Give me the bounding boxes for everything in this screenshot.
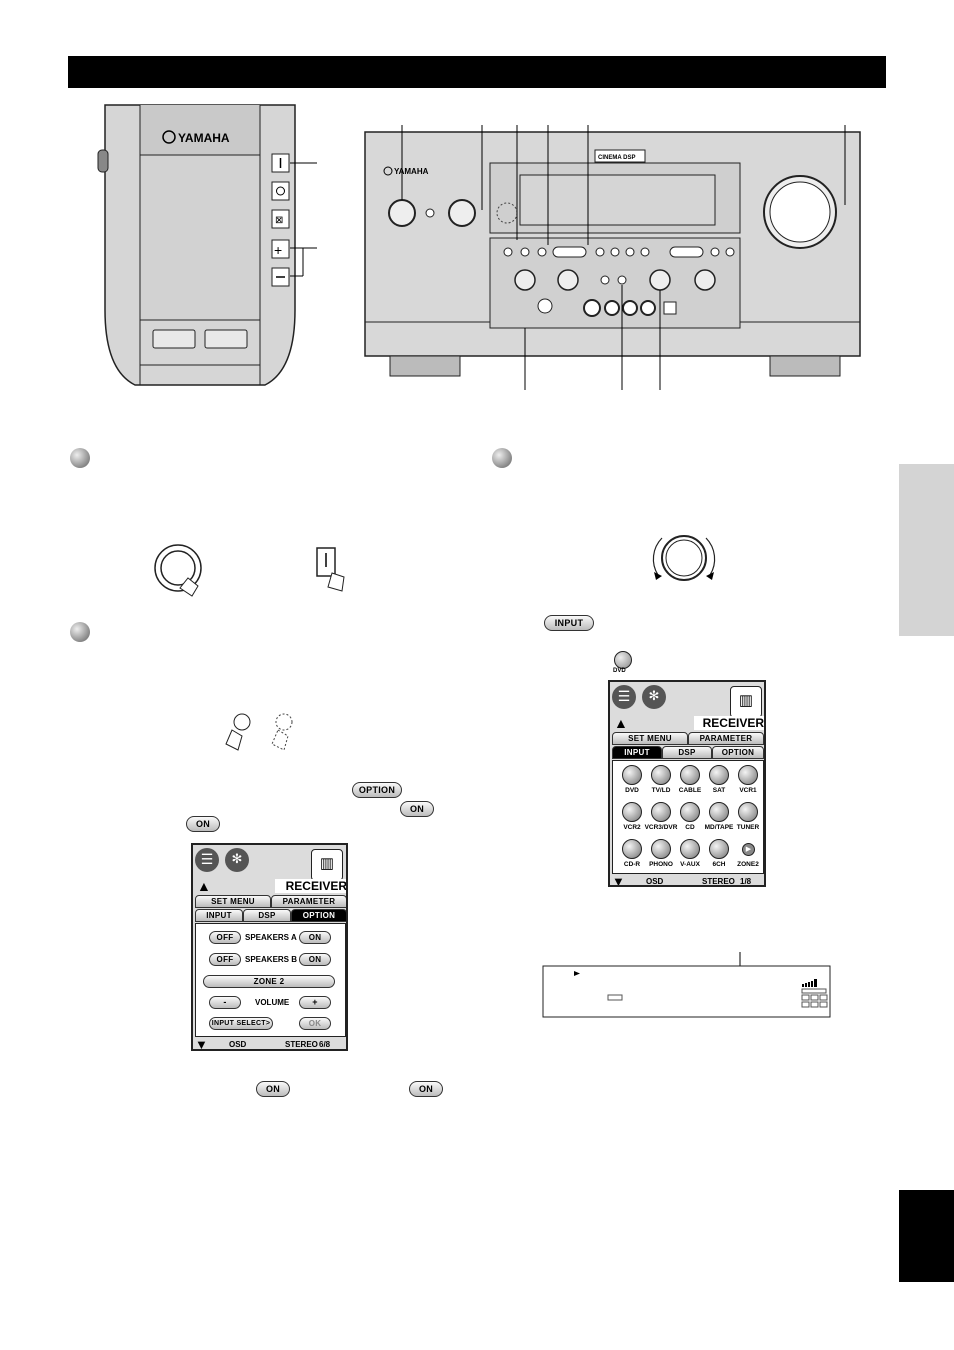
yamaha-logo-icon[interactable]: ✻ (225, 848, 249, 872)
speakers-a-off-button[interactable]: OFF (209, 931, 241, 944)
remote-brand: YAMAHA (178, 131, 230, 145)
source-label: SAT (712, 787, 726, 794)
menu-icon[interactable]: ☰ (612, 685, 636, 709)
header-bar (68, 56, 886, 88)
source-button[interactable] (680, 839, 700, 859)
footer-mode: STEREO (285, 1040, 318, 1049)
input-select-button[interactable]: INPUT SELECT> (209, 1017, 273, 1030)
source-button[interactable] (651, 765, 671, 785)
speakers-b-on-button[interactable]: ON (299, 953, 331, 966)
source-button[interactable] (738, 802, 758, 822)
yamaha-logo-icon[interactable]: ✻ (642, 685, 666, 709)
zone-2-button[interactable]: ZONE 2 (203, 975, 335, 988)
source-label: ZONE2 (737, 861, 759, 868)
on-button-icon: ON (186, 816, 220, 832)
speakers-b-off-button[interactable]: OFF (209, 953, 241, 966)
language-side-tab (899, 464, 954, 636)
screen-title: RECEIVER (275, 879, 346, 893)
footer-page: 6/8 (319, 1040, 331, 1049)
dvd-source-label: DVD (613, 668, 626, 674)
source-button[interactable] (738, 765, 758, 785)
source-label: TV/LD (651, 787, 671, 794)
standby-button-press-icon (316, 547, 345, 592)
footer-osd[interactable]: OSD (646, 877, 664, 886)
screen-title: RECEIVER (694, 716, 764, 730)
on-button-icon: ON (409, 1081, 443, 1097)
source-button[interactable] (709, 765, 729, 785)
ok-button[interactable]: OK (299, 1017, 331, 1030)
tab-set-menu[interactable]: SET MENU (612, 732, 688, 745)
source-button[interactable] (622, 765, 642, 785)
tab-input[interactable]: INPUT (612, 746, 662, 759)
source-button[interactable] (622, 802, 642, 822)
speakers-b-label: SPEAKERS B (245, 955, 298, 964)
source-label: VCR2 (623, 824, 641, 831)
on-button-icon: ON (256, 1081, 290, 1097)
svg-text:+: + (274, 242, 282, 258)
page-side-tab (899, 1190, 954, 1282)
source-label: 6CH (712, 861, 726, 868)
source-button[interactable] (651, 802, 671, 822)
volume-down-button[interactable]: - (209, 996, 241, 1009)
source-button[interactable] (622, 839, 642, 859)
tab-set-menu[interactable]: SET MENU (195, 895, 271, 908)
option-touch-screen: ☰ ✻ ▥ ▲ RECEIVER SET MENU PARAMETER INPU… (191, 843, 348, 1051)
power-knob-press-icon (154, 544, 202, 597)
menu-icon[interactable]: ☰ (195, 848, 219, 872)
tab-parameter[interactable]: PARAMETER (271, 895, 346, 908)
tab-parameter[interactable]: PARAMETER (688, 732, 764, 745)
device-icon: ▥ (730, 686, 762, 718)
source-label: TUNER (736, 824, 760, 831)
source-label: DVD (625, 787, 639, 794)
source-button[interactable] (709, 839, 729, 859)
source-button[interactable] (680, 765, 700, 785)
receiver-illustration: CINEMA DSP YAMAHA (364, 125, 861, 390)
source-button[interactable]: ▶ (742, 843, 755, 856)
source-button[interactable] (651, 839, 671, 859)
scroll-up-icon[interactable]: ▲ (197, 878, 211, 894)
source-button[interactable] (680, 802, 700, 822)
source-button[interactable] (709, 802, 729, 822)
footer-mode: STEREO (702, 877, 735, 886)
front-panel-display (542, 952, 831, 1018)
footer-osd[interactable]: OSD (229, 1040, 247, 1049)
option-tab-icon: OPTION (352, 782, 402, 798)
tab-dsp[interactable]: DSP (243, 909, 291, 922)
source-label: V-AUX (680, 861, 700, 868)
source-label: VCR3/DVR (644, 824, 678, 831)
source-label: MD/TAPE (704, 824, 734, 831)
source-label: CABLE (678, 787, 702, 794)
footer-page: 1/8 (740, 877, 752, 886)
tab-dsp[interactable]: DSP (662, 746, 712, 759)
svg-text:⊠: ⊠ (275, 215, 283, 226)
remote-control-illustration: YAMAHA ⊠ + (97, 104, 317, 386)
tab-option[interactable]: OPTION (712, 746, 764, 759)
speakers-a-label: SPEAKERS A (245, 933, 297, 942)
tab-input[interactable]: INPUT (195, 909, 243, 922)
volume-label: VOLUME (255, 998, 290, 1007)
source-label: CD (685, 824, 695, 831)
speakers-a-on-button[interactable]: ON (299, 931, 331, 944)
scroll-down-icon[interactable]: ▼ (195, 1037, 208, 1051)
section-bullet (70, 448, 90, 468)
press-hold-finger-icon (225, 713, 293, 751)
source-label: VCR1 (739, 787, 757, 794)
source-label: CD-R (623, 861, 641, 868)
input-selector-rotate-icon (652, 535, 716, 581)
section-bullet (70, 622, 90, 642)
receiver-brand: YAMAHA (394, 167, 429, 176)
device-icon: ▥ (311, 849, 343, 881)
on-button-icon: ON (400, 801, 434, 817)
input-touch-screen: ☰ ✻ ▥ ▲ RECEIVER SET MENU PARAMETER INPU… (608, 680, 766, 887)
receiver-cinema-dsp-badge: CINEMA DSP (598, 155, 635, 161)
source-label: PHONO (649, 861, 673, 868)
scroll-up-icon[interactable]: ▲ (614, 715, 628, 731)
section-bullet (492, 448, 512, 468)
volume-up-button[interactable]: + (299, 996, 331, 1009)
input-tab-icon: INPUT (544, 615, 594, 631)
scroll-down-icon[interactable]: ▼ (612, 874, 625, 887)
dvd-source-icon (614, 651, 632, 669)
tab-option[interactable]: OPTION (291, 909, 346, 922)
